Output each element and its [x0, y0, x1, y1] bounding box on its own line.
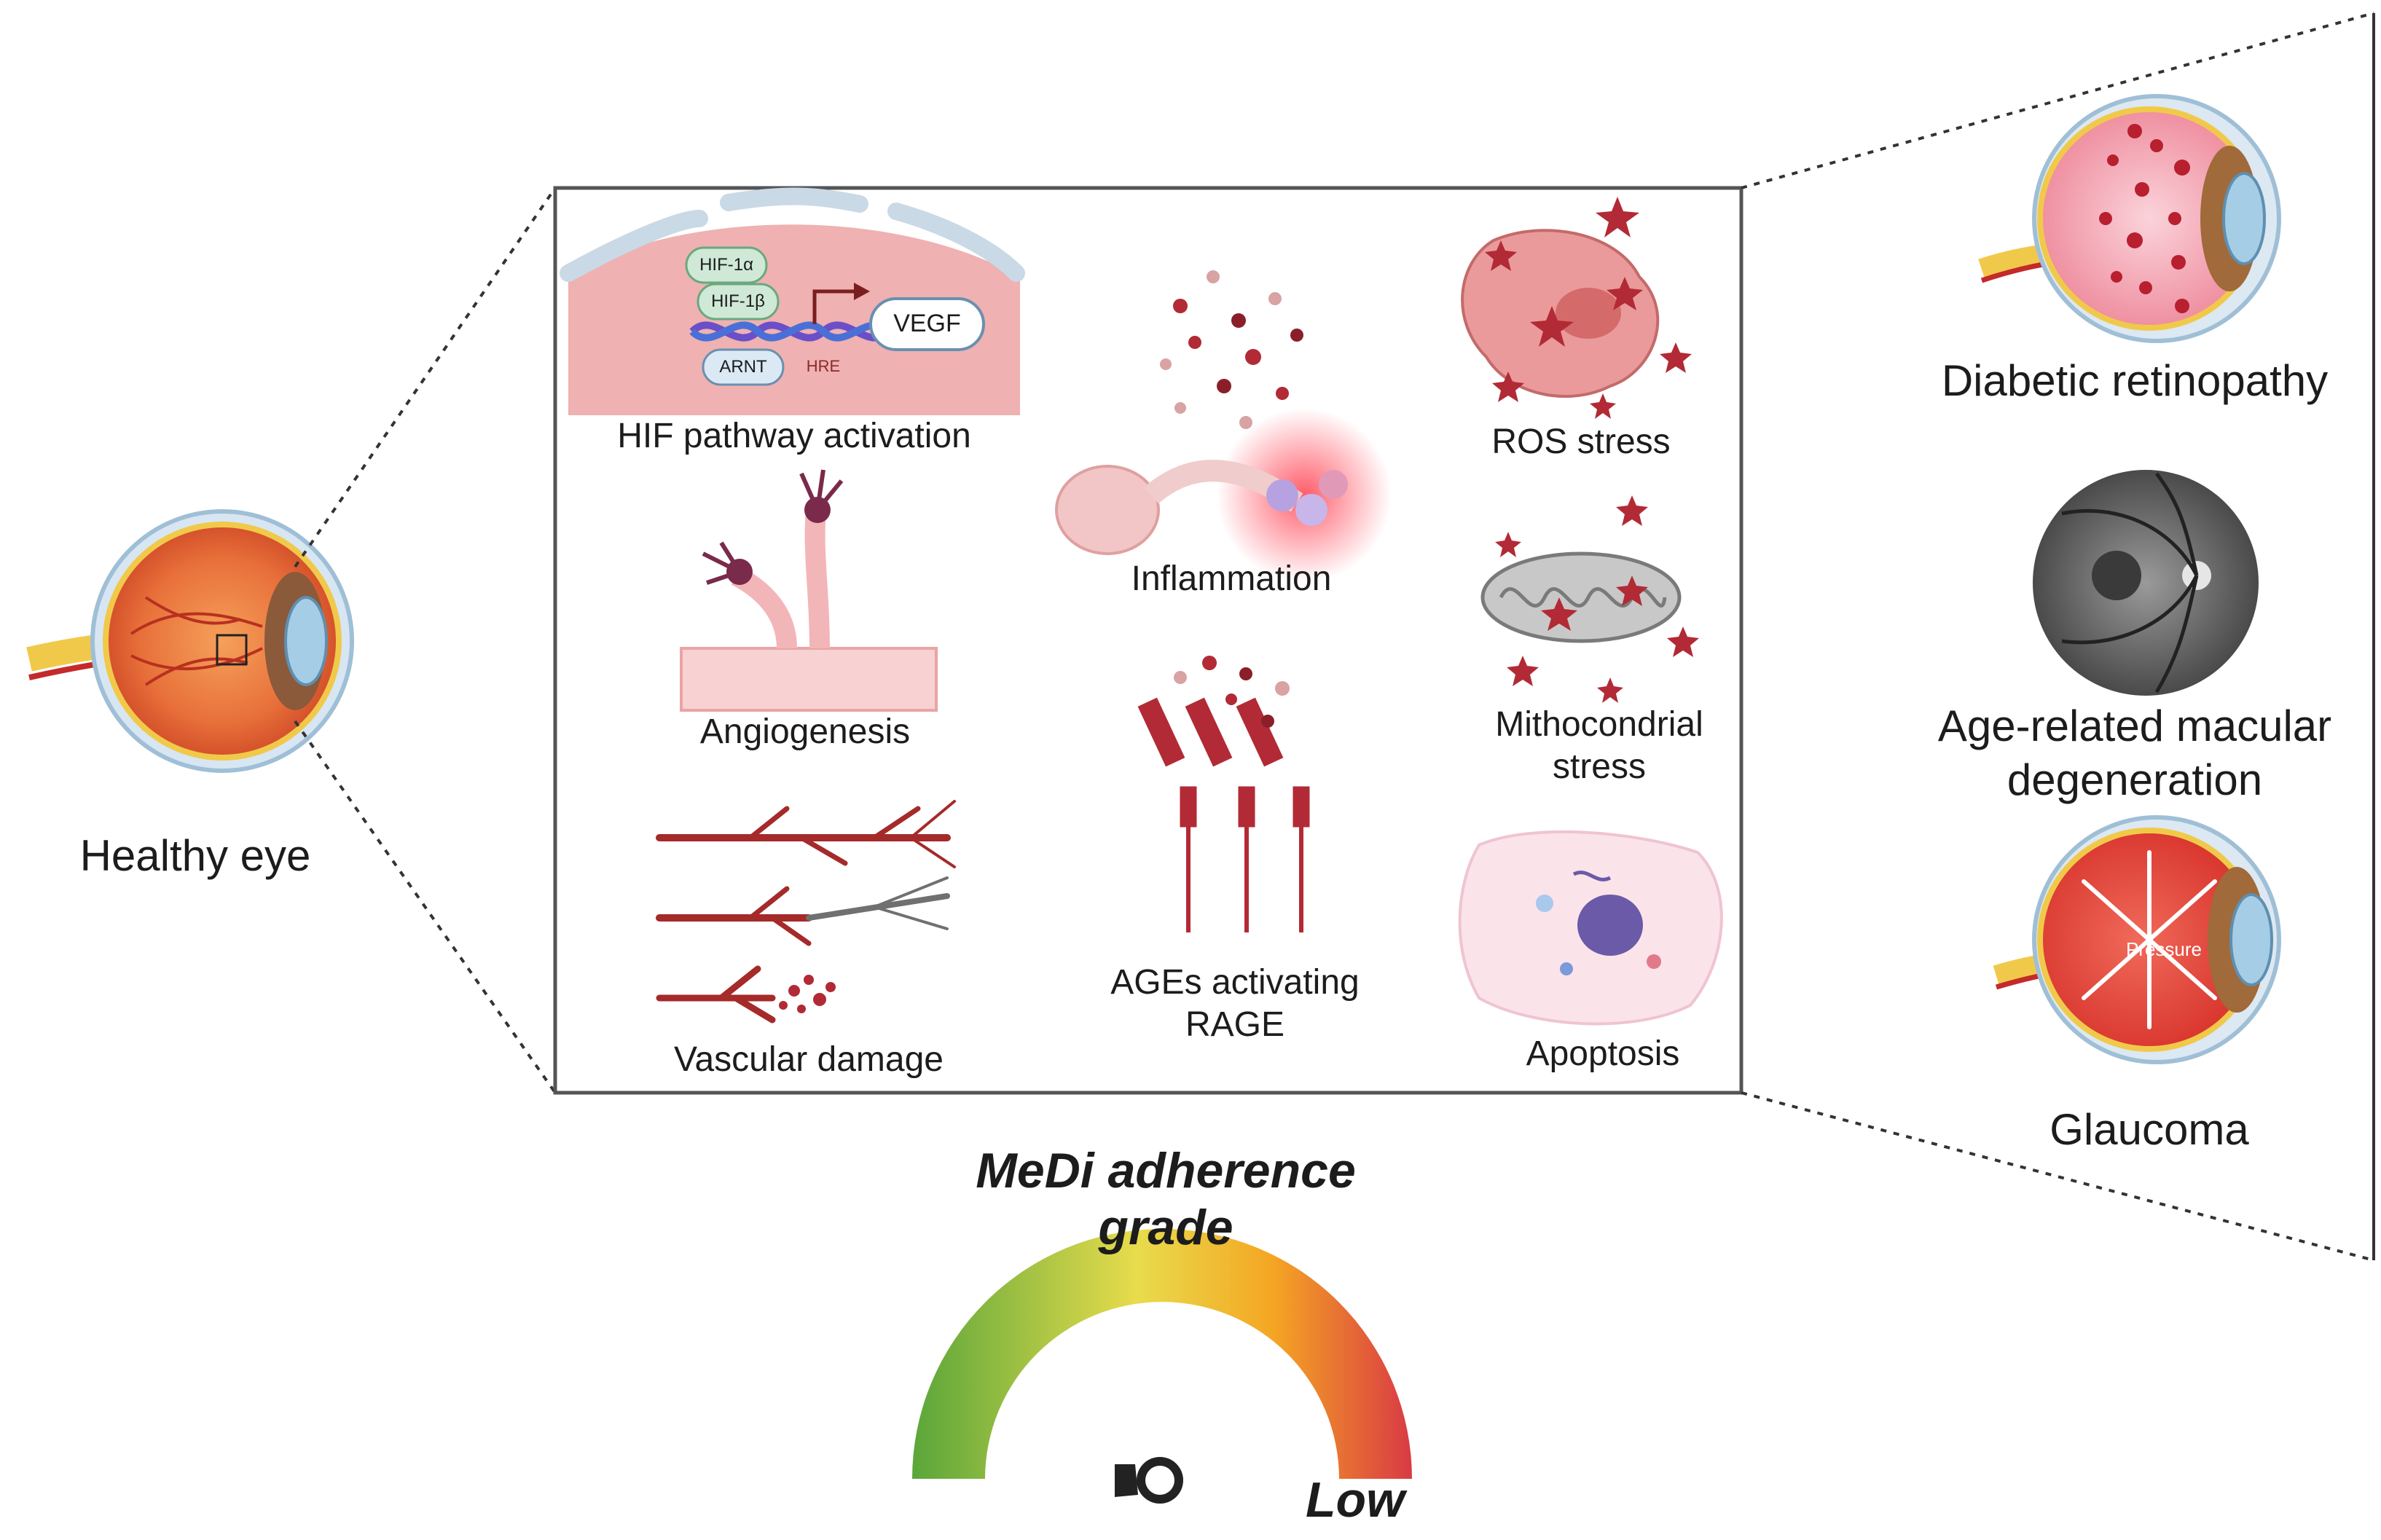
label-hif1a: HIF-1α: [699, 255, 753, 275]
ros-cell-illustration: [1461, 229, 1660, 398]
label-angiogenesis: Angiogenesis: [699, 712, 911, 751]
label-vascular-damage: Vascular damage: [674, 1040, 944, 1079]
label-hre: HRE: [806, 357, 841, 375]
label-hif-pathway: HIF pathway activation: [617, 417, 971, 455]
vascular-damage-fragments: [779, 975, 836, 1013]
label-amd: Age-related macular degeneration: [1937, 702, 2332, 804]
label-vegf: VEGF: [893, 310, 961, 337]
amd-fundus-illustration: [2033, 470, 2259, 696]
label-arnt: ARNT: [719, 357, 767, 377]
label-ros-stress: ROS stress: [1491, 423, 1671, 461]
apoptosis-cell-illustration: [1458, 830, 1723, 1026]
rage-receptors-illustration: [1137, 697, 1310, 932]
zoom-line-right-top: [1741, 12, 2374, 189]
mito-star-icons: [1495, 495, 1699, 703]
inflammation-particles: [1160, 270, 1303, 429]
retinal-hemorrhages: [2099, 124, 2190, 313]
pressure-label: Pressure: [2126, 938, 2202, 960]
mitochondrion-illustration: [1480, 551, 1682, 643]
label-ages-rage: AGEs activating RAGE: [1110, 963, 1360, 1044]
zoom-line-left-top: [294, 186, 557, 568]
angiogenesis-illustration: [680, 469, 938, 712]
label-glaucoma: Glaucoma: [2049, 1105, 2249, 1154]
zoom-line-left-bottom: [294, 720, 557, 1094]
gauge-title: MeDi adherence grade: [976, 1143, 1356, 1255]
label-mito-stress: Mithocondrial stress: [1495, 705, 1703, 786]
gauge-value-low: Low: [1306, 1472, 1405, 1528]
diabetic-retinopathy-illustration: [1978, 94, 2281, 343]
label-diabetic-retinopathy: Diabetic retinopathy: [1941, 356, 2329, 405]
age-particles: [1174, 656, 1290, 728]
zoom-line-right-bottom: [1741, 1091, 2374, 1262]
healthy-eye-illustration: [26, 509, 354, 773]
ros-star-icons: [1485, 197, 1692, 419]
label-healthy-eye: Healthy eye: [79, 831, 311, 880]
hif-pathway-illustration: [560, 187, 1025, 415]
label-apoptosis: Apoptosis: [1526, 1034, 1680, 1073]
label-hif1b: HIF-1β: [711, 291, 765, 311]
vascular-damage-illustration: [656, 800, 956, 1024]
gauge-arc: [912, 1229, 1412, 1479]
label-inflammation: Inflammation: [1131, 559, 1332, 598]
gauge-needle: [1115, 1457, 1183, 1504]
glaucoma-illustration: [1993, 815, 2281, 1064]
inflammation-illustration: [1055, 408, 1392, 583]
